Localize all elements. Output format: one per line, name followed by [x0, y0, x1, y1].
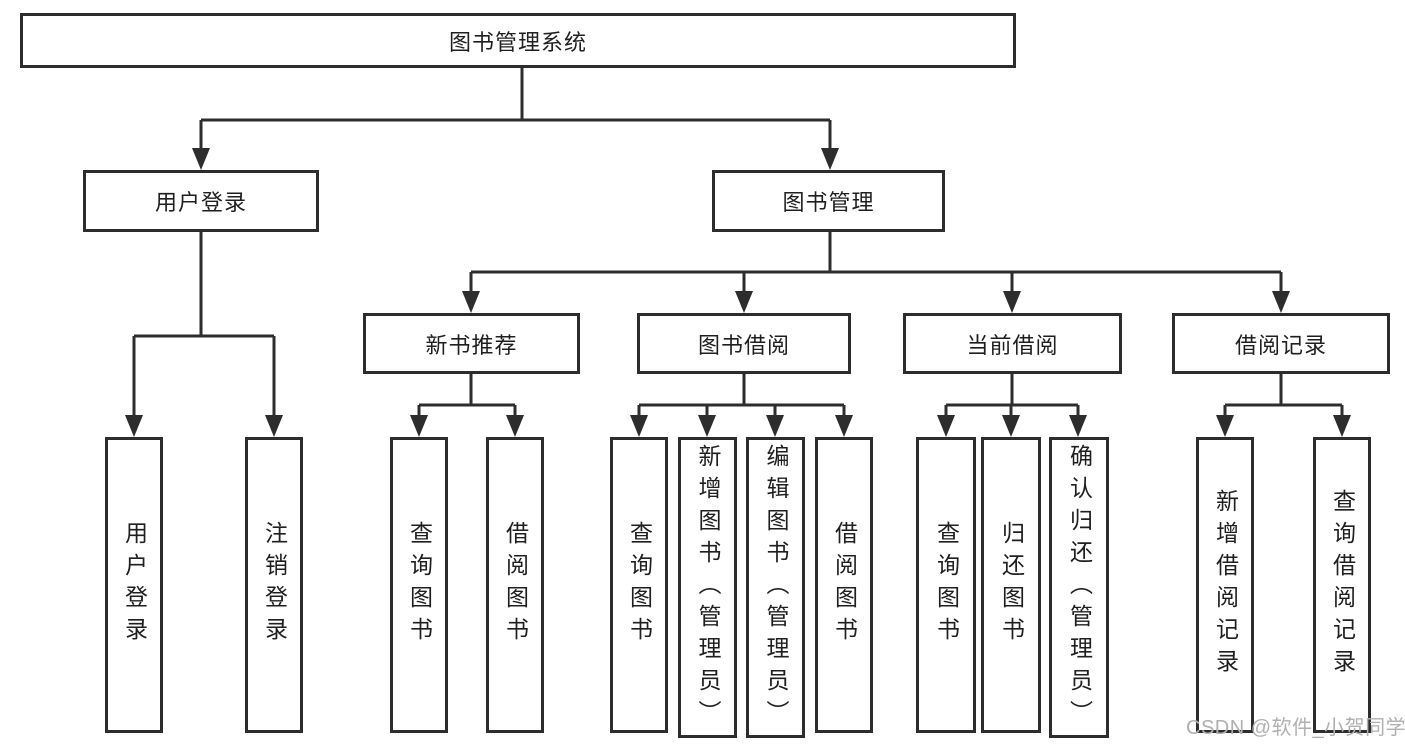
node-current-borrow: 当前借阅 [903, 313, 1122, 374]
node-add-book-admin: 新增图书（管理员） [678, 437, 737, 738]
node-borrow-books-action: 借阅图书 [815, 437, 873, 733]
node-borrow-books-recommend: 借阅图书 [486, 437, 544, 733]
node-user-login: 用户登录 [83, 170, 319, 232]
node-root: 图书管理系统 [20, 13, 1016, 68]
node-confirm-return-admin: 确认归还（管理员） [1049, 437, 1109, 738]
node-add-borrow-record: 新增借阅记录 [1196, 437, 1254, 733]
arrowheads [125, 148, 1351, 437]
watermark: CSDN @软件_小贺同学 [1186, 717, 1405, 739]
node-edit-book-admin: 编辑图书（管理员） [746, 437, 805, 738]
node-book-management: 图书管理 [712, 170, 945, 232]
node-query-books-recommend: 查询图书 [390, 437, 448, 733]
node-user-login-action: 用户登录 [105, 437, 163, 733]
node-query-books-borrow: 查询图书 [610, 437, 668, 733]
node-logout: 注销登录 [245, 437, 303, 733]
node-query-books-current: 查询图书 [916, 437, 976, 733]
node-new-book-recommend: 新书推荐 [363, 313, 580, 374]
node-book-borrow: 图书借阅 [637, 313, 851, 374]
node-return-books: 归还图书 [981, 437, 1041, 733]
node-query-borrow-record: 查询借阅记录 [1313, 437, 1371, 733]
node-borrow-records: 借阅记录 [1172, 313, 1390, 374]
